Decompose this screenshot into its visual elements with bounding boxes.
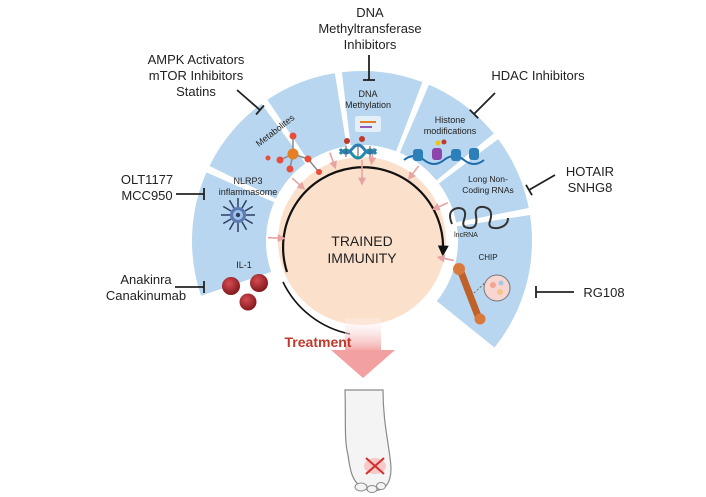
pink-arrow (291, 177, 306, 190)
center-title-line2: IMMUNITY (327, 250, 397, 266)
segment-label-dna-2: Methylation (345, 100, 391, 110)
inhibitor-label-nlrp3: OLT1177 MCC950 (120, 172, 174, 203)
inhibitor-label-il1: Anakinra Canakinumab (105, 272, 187, 303)
inhibitor-bar-il1 (175, 281, 205, 293)
pink-arrow (268, 234, 286, 243)
pink-arrow (431, 202, 449, 211)
inhibitor-label-metabolites: AMPK Activators mTOR Inhibitors Statins (147, 52, 245, 99)
cycle-arrow (282, 166, 449, 273)
inhibitor-bar-lncrna (525, 174, 556, 196)
blood-cells-icon (222, 274, 268, 311)
segment-tag-lncrna: lncRNA (454, 232, 478, 239)
inflammasome-spoke (244, 218, 254, 225)
bone-icon (453, 263, 486, 325)
segment-label-nlrp3-1: NLRP3 (233, 176, 262, 186)
inhibitor-bars (175, 55, 574, 298)
pink-arrow (436, 254, 455, 263)
segment-label-il1: IL-1 (236, 260, 252, 270)
segment-label-histone-1: Histone (435, 115, 466, 125)
segment-label-histone-2: modifications (424, 126, 477, 136)
treatment-arrow (331, 318, 395, 378)
nucleosome-icon (403, 139, 485, 165)
segment-label-nlrp3-2: inflammasome (219, 187, 278, 197)
inhibitor-bar-histone (469, 92, 496, 119)
rna-loop-icon (449, 205, 509, 230)
treatment-label: Treatment (285, 334, 352, 350)
segment-label-lncrna-1: Long Non- (468, 174, 508, 184)
segment-chip (436, 214, 533, 348)
inhibitor-bar-metabolites (236, 89, 265, 116)
segment-histone (399, 84, 494, 181)
inflammasome-spoke (241, 221, 248, 231)
stem-cell-icon (473, 274, 511, 302)
pink-arrow (329, 152, 337, 170)
inflammasome-spoke (222, 205, 232, 212)
inflammasome-spoke (222, 218, 232, 225)
dna-strand-icon (338, 116, 381, 160)
center-title-line1: TRAINED (331, 233, 392, 249)
inflammasome-spoke (244, 205, 254, 212)
inhibitor-bar-chip (535, 286, 574, 298)
segment-label-chip: CHIP (478, 253, 497, 262)
segment-label-dna-1: DNA (358, 89, 377, 99)
segment-metabolites (267, 73, 347, 162)
wound-cross-icon (365, 457, 385, 475)
inhibitor-label-lncrna: HOTAIR SNHG8 (565, 164, 615, 195)
inhibitor-bar-dna (363, 55, 375, 81)
cycle-arrow-tail (282, 281, 351, 335)
center-circle (278, 157, 446, 325)
segment-label-lncrna-2: Coding RNAs (462, 185, 514, 195)
phosphate-molecule-icon (265, 132, 322, 175)
inhibitor-bar-nlrp3 (176, 188, 205, 200)
segment-lncrna (438, 139, 529, 223)
foot-icon (344, 389, 392, 493)
inflammasome-spoke (228, 199, 235, 209)
inflammasome-icon (221, 198, 255, 232)
inflammasome-spoke (228, 221, 235, 231)
pink-arrow (407, 165, 420, 180)
inhibitor-label-histone: HDAC Inhibitors (491, 68, 585, 83)
segment-nlrp3 (209, 103, 306, 199)
inhibitor-label-chip: RG108 (583, 285, 625, 300)
inhibitor-label-dna: DNA Methyltransferase Inhibitors (318, 5, 422, 52)
segment-il1 (192, 172, 275, 296)
inflammasome-spoke (241, 199, 248, 209)
